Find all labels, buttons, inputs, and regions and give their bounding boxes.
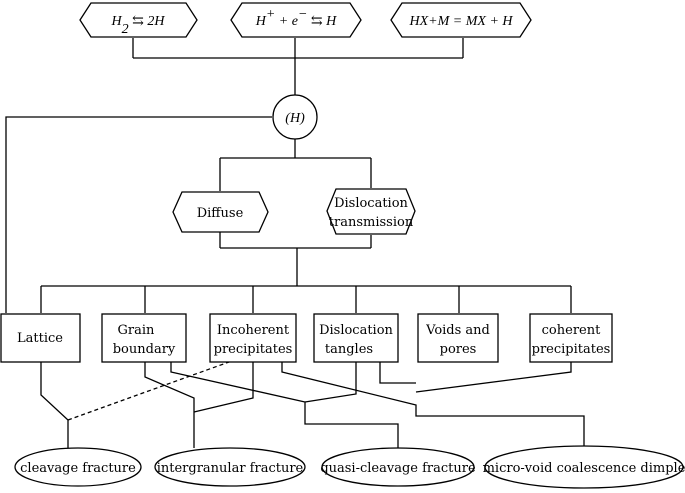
edge-lattice-to-cleavage bbox=[40, 362, 69, 448]
reaction2-electron: e bbox=[292, 14, 298, 29]
svg-text:(H): (H) bbox=[285, 111, 305, 126]
reaction-node-proton-reduction: H+ + e− ⇆ H bbox=[230, 2, 362, 38]
coherent-precipitates-label-line2: precipitates bbox=[532, 342, 611, 357]
reaction3-hx: HX+ bbox=[408, 14, 437, 29]
reaction2-plus-superscript: + bbox=[266, 7, 275, 22]
mechanism-node-diffuse: Diffuse bbox=[172, 191, 269, 233]
cleavage-fracture-label: cleavage fracture bbox=[20, 461, 136, 476]
hub-close-paren: ) bbox=[299, 111, 305, 126]
edge-tangles-to-quasi bbox=[304, 362, 357, 403]
trap-node-coherent-precipitates: coherent precipitates bbox=[529, 313, 613, 363]
edge-coherent-to-microvoid bbox=[415, 362, 572, 393]
reaction2-h-symbol: H bbox=[255, 14, 267, 29]
dislocation-transmission-label-line2: transmission bbox=[329, 215, 414, 230]
hub-open-paren: ( bbox=[285, 111, 291, 126]
trap-node-dislocation-tangles: Dislocation tangles bbox=[313, 313, 399, 363]
reaction3-equals: = bbox=[449, 14, 465, 29]
edge-grain-to-intergranular bbox=[144, 362, 195, 448]
dislocation-transmission-label-line1: Dislocation bbox=[334, 196, 408, 211]
svg-text:H2 ⇆ 2H: H2 ⇆ 2H bbox=[111, 14, 166, 37]
reaction3-plus: + bbox=[486, 14, 502, 29]
incoherent-precipitates-label-line2: precipitates bbox=[214, 342, 293, 357]
dislocation-tangles-label-line2: tangles bbox=[325, 342, 373, 357]
trap-node-grain-boundary: Grain boundary bbox=[101, 313, 187, 363]
trap-node-voids-and-pores: Voids and pores bbox=[417, 313, 499, 363]
fracture-node-quasi-cleavage: quasi-cleavage fracture bbox=[320, 447, 476, 487]
reaction3-mx: MX bbox=[465, 14, 487, 29]
reaction-node-hydrogen-dissociation: H2 ⇆ 2H bbox=[79, 2, 198, 38]
fracture-node-intergranular: intergranular fracture bbox=[154, 447, 306, 487]
svg-text:HX+M = MX + H: HX+M = MX + H bbox=[408, 14, 513, 29]
lattice-label: Lattice bbox=[17, 331, 63, 346]
reaction2-minus-superscript: − bbox=[298, 7, 307, 22]
fracture-node-cleavage: cleavage fracture bbox=[14, 447, 142, 487]
reaction-node-metal-hydride: HX+M = MX + H bbox=[390, 2, 532, 38]
trap-node-incoherent-precipitates: Incoherent precipitates bbox=[209, 313, 297, 363]
dislocation-tangles-label-line1: Dislocation bbox=[319, 323, 393, 338]
voids-and-pores-label-line2: pores bbox=[440, 342, 477, 357]
mechanism-node-dislocation-transmission: Dislocation transmission bbox=[326, 188, 416, 235]
intergranular-fracture-label: intergranular fracture bbox=[157, 461, 304, 476]
quasi-cleavage-fracture-label: quasi-cleavage fracture bbox=[320, 461, 476, 476]
svg-text:H+ + e− ⇆ H: H+ + e− ⇆ H bbox=[255, 7, 337, 30]
edge-grain-to-quasi bbox=[170, 362, 399, 448]
voids-and-pores-label-line1: Voids and bbox=[425, 323, 490, 338]
reaction3-product: H bbox=[501, 14, 513, 29]
fracture-node-micro-void-coalescence: micro-void coalescence dimple bbox=[483, 445, 685, 489]
trap-node-lattice: Lattice bbox=[0, 313, 81, 363]
reaction1-subscript: 2 bbox=[122, 22, 129, 37]
reaction1-operator: ⇆ 2 bbox=[129, 14, 155, 29]
diffuse-label: Diffuse bbox=[197, 206, 244, 221]
reaction2-plus: + bbox=[275, 14, 291, 29]
grain-boundary-label-line2: boundary bbox=[113, 342, 176, 357]
reaction2-operator: ⇆ bbox=[307, 14, 326, 29]
hydrogen-hub-node: (H) bbox=[272, 94, 318, 140]
edge-voids-to-microvoid bbox=[379, 362, 416, 384]
grain-boundary-label-line1: Grain bbox=[118, 323, 156, 338]
micro-void-coalescence-dimple-label: micro-void coalescence dimple bbox=[483, 461, 685, 476]
edge-incoherent-to-intergranular bbox=[193, 362, 254, 413]
edge-hub-to-lattice bbox=[5, 116, 272, 313]
reaction1-h2-symbol: H bbox=[111, 14, 123, 29]
edge-incoherent-to-microvoid bbox=[281, 362, 585, 448]
connectors bbox=[5, 38, 585, 448]
coherent-precipitates-label-line1: coherent bbox=[542, 323, 601, 338]
reaction3-metal: M bbox=[437, 14, 451, 29]
hub-hydrogen-symbol: H bbox=[289, 111, 301, 126]
edge-incoherent-to-cleavage-dashed bbox=[67, 361, 230, 421]
reaction1-product: H bbox=[153, 14, 165, 29]
incoherent-precipitates-label-line1: Incoherent bbox=[217, 323, 290, 338]
reaction2-product: H bbox=[325, 14, 337, 29]
